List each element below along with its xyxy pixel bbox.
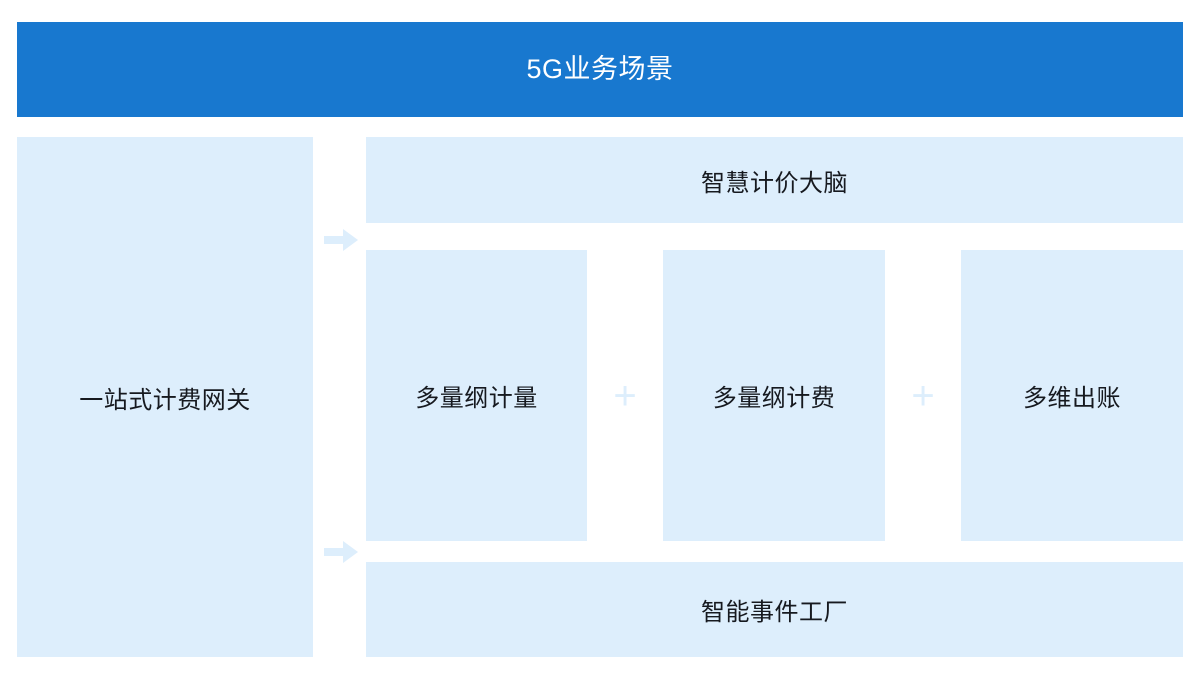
event-factory-label: 智能事件工厂: [701, 599, 848, 626]
pricing-brain-label: 智慧计价大脑: [701, 169, 848, 197]
page-title: 5G业务场景: [526, 54, 674, 84]
capability-label-billing: 多维出账: [1023, 385, 1121, 412]
arrow-right-icon-top: [324, 229, 358, 251]
capability-row: 多量纲计量 + 多量纲计费 + 多维出账: [366, 250, 1183, 541]
capability-label-rating: 多量纲计费: [712, 385, 836, 412]
arrow-right-icon-bottom: [324, 541, 358, 563]
capability-label-metering: 多量纲计量: [415, 385, 538, 412]
capability-box-metering: 多量纲计量: [366, 250, 587, 541]
pricing-brain-banner: 智慧计价大脑: [366, 137, 1183, 223]
capability-box-rating: 多量纲计费: [663, 250, 885, 541]
event-factory-banner: 智能事件工厂: [366, 562, 1183, 657]
header-banner: 5G业务场景: [17, 22, 1183, 117]
gateway-label: 一站式计费网关: [79, 386, 251, 414]
plus-icon-1: +: [613, 373, 637, 418]
gateway-panel: 一站式计费网关: [17, 137, 313, 657]
capability-box-billing: 多维出账: [961, 250, 1183, 541]
plus-icon-2: +: [911, 373, 935, 418]
